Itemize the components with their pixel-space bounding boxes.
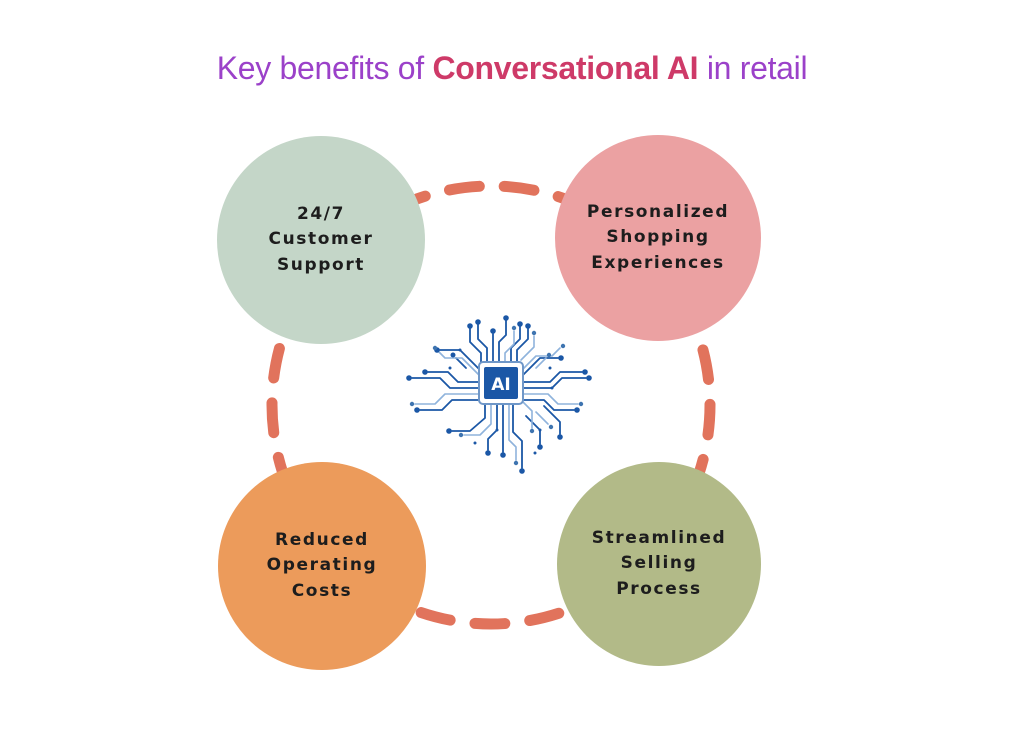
page-title: Key benefits of Conversational AI in ret… (0, 50, 1024, 87)
benefit-label-reduced-costs: Reduced Operating Costs (266, 529, 378, 601)
circuit-dots-dark (406, 315, 592, 474)
dashed-ring-circle (266, 180, 716, 630)
ai-chip: AI (478, 361, 524, 405)
benefit-circle-customer-support: 24/7 Customer Support (217, 136, 425, 344)
benefit-label-personalized-shopping: Personalized Shopping Experiences (586, 201, 730, 273)
benefit-circle-reduced-costs: Reduced Operating Costs (218, 462, 426, 670)
circuit-dots-medium (409, 325, 584, 466)
title-suffix: in retail (698, 50, 808, 86)
circuit-traces-dark (411, 319, 587, 469)
ai-chip-body (484, 367, 518, 399)
ai-circuit-brain-svg: AI (406, 315, 592, 474)
benefit-label-streamlined-selling: Streamlined Selling Process (591, 527, 727, 599)
title-prefix: Key benefits of (216, 50, 433, 86)
ai-chip-label: AI (491, 375, 510, 395)
benefit-label-customer-support: 24/7 Customer Support (268, 203, 374, 275)
ai-circuit-brain-icon: AI (390, 298, 610, 493)
title-highlight: Conversational AI (432, 50, 699, 86)
benefit-circle-streamlined-selling: Streamlined Selling Process (557, 462, 761, 666)
benefit-circle-personalized-shopping: Personalized Shopping Experiences (555, 135, 761, 341)
